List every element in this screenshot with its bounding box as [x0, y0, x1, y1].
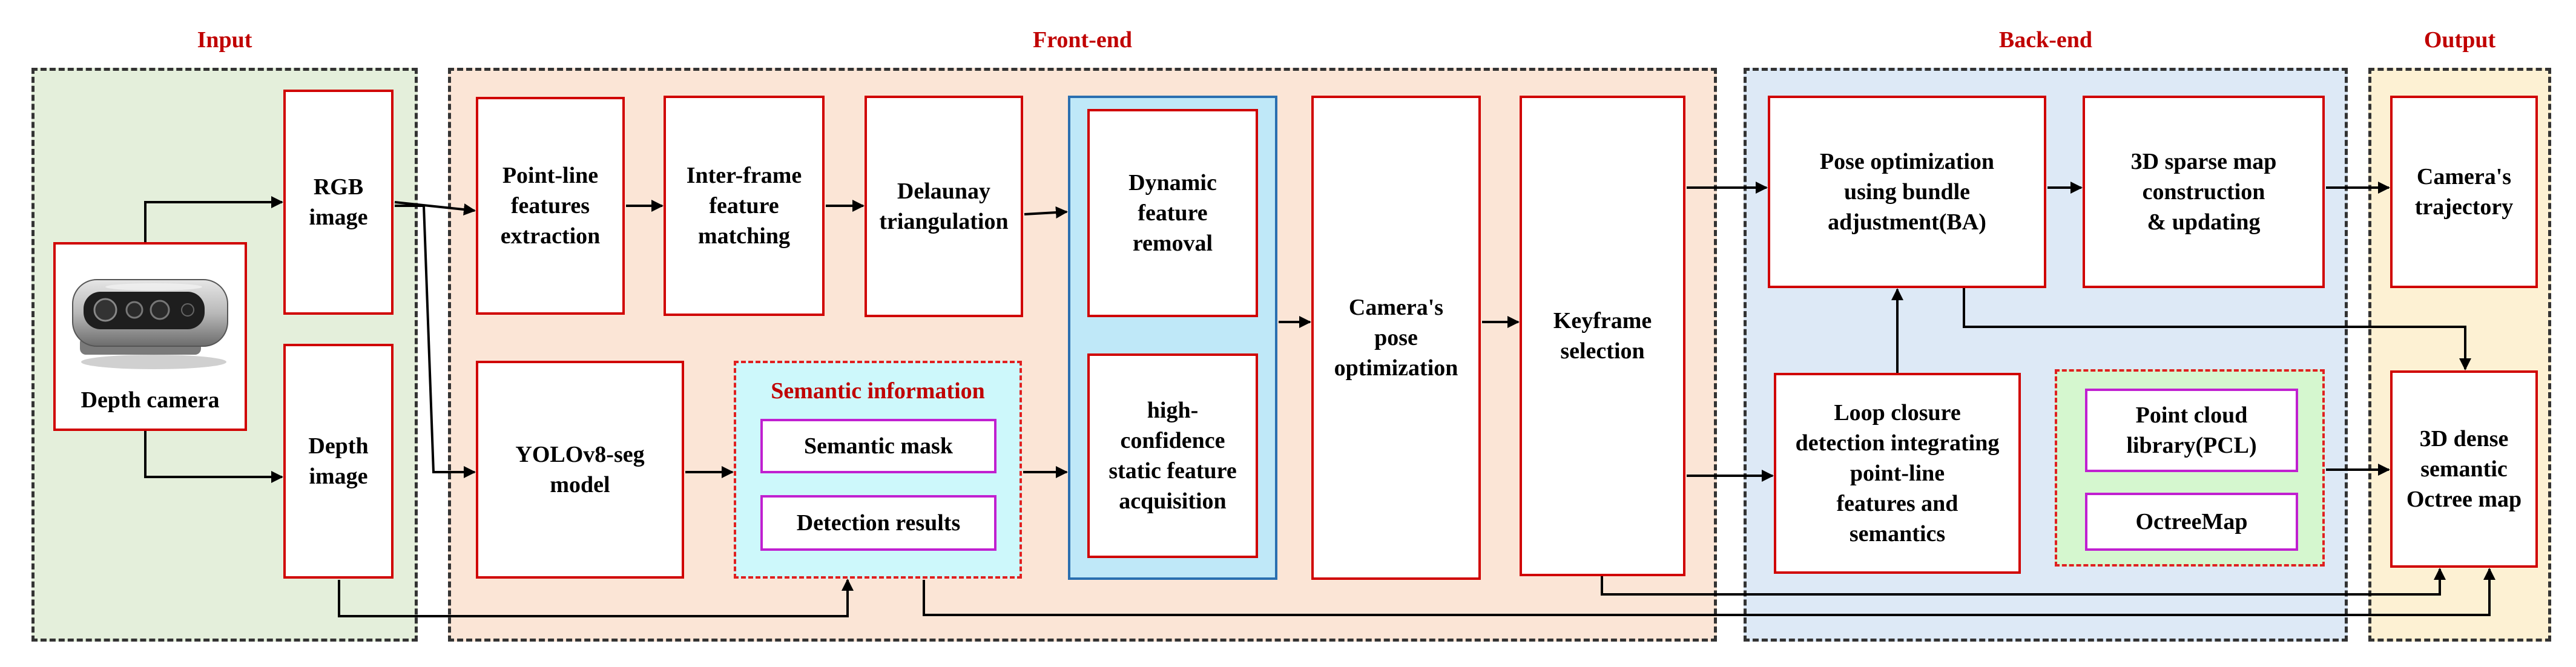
frontend-section-title: Front-end [1033, 27, 1132, 53]
semantic-information-title: Semantic information [771, 378, 985, 404]
loop-closure-detection-box: Loop closure detection integrating point… [1774, 373, 2021, 574]
camera-pose-optimization-box: Camera's pose optimization [1311, 96, 1481, 580]
camera-trajectory-box: Camera's trajectory [2390, 96, 2538, 288]
depth-camera-label: Depth camera [81, 387, 220, 413]
inter-frame-feature-matching-box: Inter-frame feature matching [664, 96, 825, 316]
detection-results-box: Detection results [760, 495, 996, 551]
dynamic-feature-removal-box: Dynamic feature removal [1087, 109, 1258, 317]
keyframe-selection-box: Keyframe selection [1520, 96, 1685, 576]
dense-semantic-octree-map-box: 3D dense semantic Octree map [2390, 370, 2538, 568]
output-section-title: Output [2423, 27, 2496, 53]
delaunay-triangulation-box: Delaunay triangulation [865, 96, 1023, 317]
octreemap-box: OctreeMap [2085, 493, 2298, 551]
backend-section-title: Back-end [1998, 27, 2093, 53]
point-cloud-library-box: Point cloud library(PCL) [2085, 389, 2298, 472]
rgb-image-box: RGB image [283, 90, 394, 315]
depth-image-box: Depth image [283, 344, 394, 579]
input-section-title: Input [197, 27, 252, 53]
depth-camera-icon [72, 279, 228, 369]
pose-optimization-ba-box: Pose optimization using bundle adjustmen… [1768, 96, 2046, 288]
point-line-features-extraction-box: Point-line features extraction [476, 97, 625, 315]
yolov8-seg-model-box: YOLOv8-seg model [476, 361, 684, 579]
high-confidence-static-feature-box: high- confidence static feature acquisit… [1087, 353, 1258, 558]
semantic-mask-box: Semantic mask [760, 419, 996, 473]
sparse-map-construction-box: 3D sparse map construction & updating [2083, 96, 2325, 288]
